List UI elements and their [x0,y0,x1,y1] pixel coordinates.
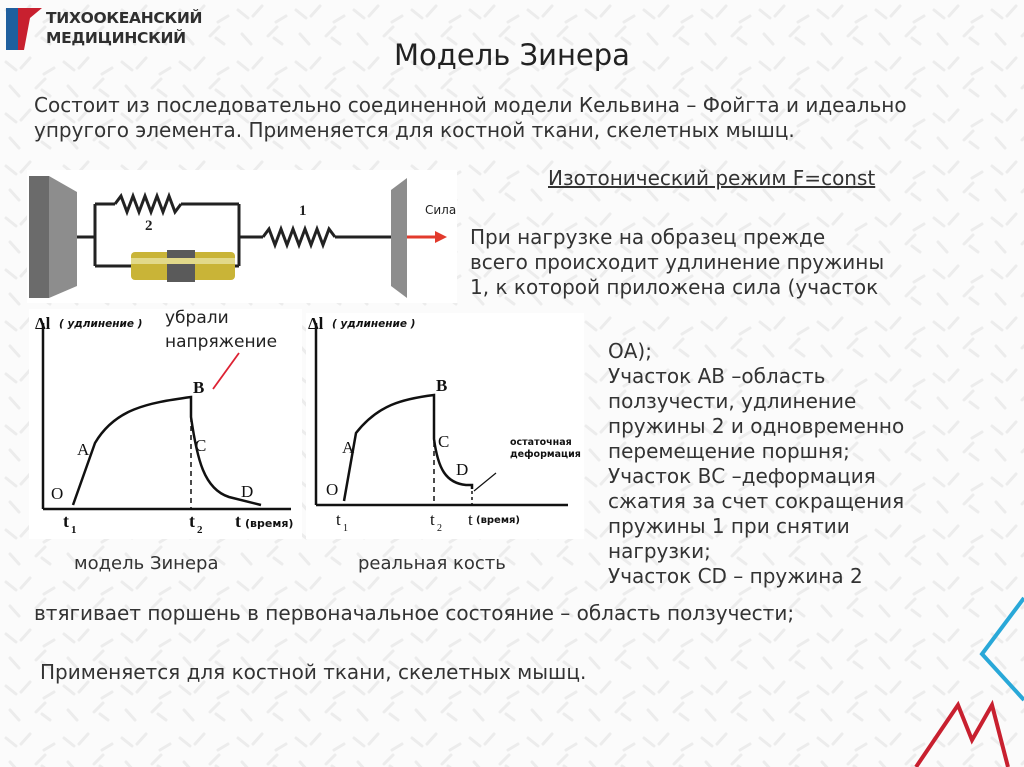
point-d: D [241,482,253,501]
wall [29,176,49,298]
description-line: Участок АВ –область [608,364,826,388]
left-graph-caption: модель Зинера [74,553,219,574]
zener-model-graph: Δl ( удлинение ) убрали напряжение O A B… [29,309,302,539]
logo-mark-icon [6,8,42,50]
residual-pointer [473,472,497,492]
tick-t1-sub: 1 [71,524,77,536]
description-line: ОА); [608,339,652,363]
description-block-1: При нагрузке на образец прежде всего про… [470,225,960,300]
corner-accent-red [914,699,1010,767]
residual-label-1: остаточная [510,437,572,448]
y-axis-sub-label: ( удлинение ) [332,318,415,330]
description-line: перемещение поршня; [608,439,850,463]
tick-t2-sub: 2 [197,524,203,536]
x-axis-label: t [235,511,241,531]
model-diagram: 2 1 Сила [27,170,457,303]
description-line: При нагрузке на образец прежде [470,225,826,249]
description-line: пружины 1 при снятии [608,514,850,538]
spring-2 [113,191,183,217]
point-b: B [436,376,447,395]
slide-title: Модель Зинера [394,38,630,72]
x-axis-sub-label: (время) [245,517,293,530]
right-graph-caption: реальная кость [358,553,506,574]
point-o: O [51,484,63,503]
spring-2-label: 2 [145,218,153,234]
left-plate [49,176,77,298]
right-plate [391,178,407,298]
point-d: D [456,460,468,479]
residual-label-2: деформация [510,449,581,460]
point-c: C [195,436,206,455]
point-o: O [326,480,338,499]
description-continuation: втягивает поршень в первоначальное состо… [34,601,795,625]
force-arrow-icon [435,231,447,243]
final-text: Применяется для костной ткани, скелетных… [40,660,587,684]
point-c: C [438,432,449,451]
description-line: нагрузки; [608,539,711,563]
x-axis-sub-label: (время) [476,515,520,526]
corner-accent-cyan [979,596,1024,702]
logo-line-1: ТИХООКЕАНСКИЙ [46,9,203,27]
force-label: Сила [425,203,456,217]
spring-1 [261,224,337,250]
point-a: A [342,438,355,457]
tick-t1: t [63,511,69,531]
curve [71,395,262,507]
y-axis-label: Δl [308,314,324,333]
annotation-line-1: убрали [165,309,229,328]
description-block-2: ОА); Участок АВ –область ползучести, удл… [608,339,988,589]
tick-t1-sub: 1 [343,523,348,534]
y-axis-label: Δl [35,314,51,333]
annotation-line-2: напряжение [165,332,277,352]
description-line: 1, к которой приложена сила (участок [470,275,879,299]
description-line: Участок ВС –деформация [608,464,876,488]
y-axis-sub-label: ( удлинение ) [59,318,142,330]
university-logo: ТИХООКЕАНСКИЙ МЕДИЦИНСКИЙ [6,8,202,50]
annotation-pointer [212,352,240,390]
mode-heading: Изотонический режим F=const [548,166,876,190]
description-line: ползучести, удлинение [608,389,857,413]
tick-t1: t [336,510,341,529]
description-line: всего происходит удлинение пружины [470,250,885,274]
real-bone-graph: Δl ( удлинение ) O A B C D остаточная де… [306,313,584,539]
description-line: пружины 2 и одновременно [608,414,905,438]
x-axis-label: t [468,510,473,529]
tick-t2: t [430,510,435,529]
piston-head [167,250,195,282]
point-a: A [77,440,90,459]
description-line: сжатия за счет сокращения [608,489,905,513]
point-b: B [193,378,204,397]
logo-line-2: МЕДИЦИНСКИЙ [46,29,186,47]
tick-t2: t [189,511,195,531]
intro-text: Состоит из последовательно соединенной м… [34,93,907,142]
tick-t2-sub: 2 [437,523,442,534]
description-line: Участок CD – пружина 2 [608,564,863,588]
spring-1-label: 1 [299,203,307,219]
